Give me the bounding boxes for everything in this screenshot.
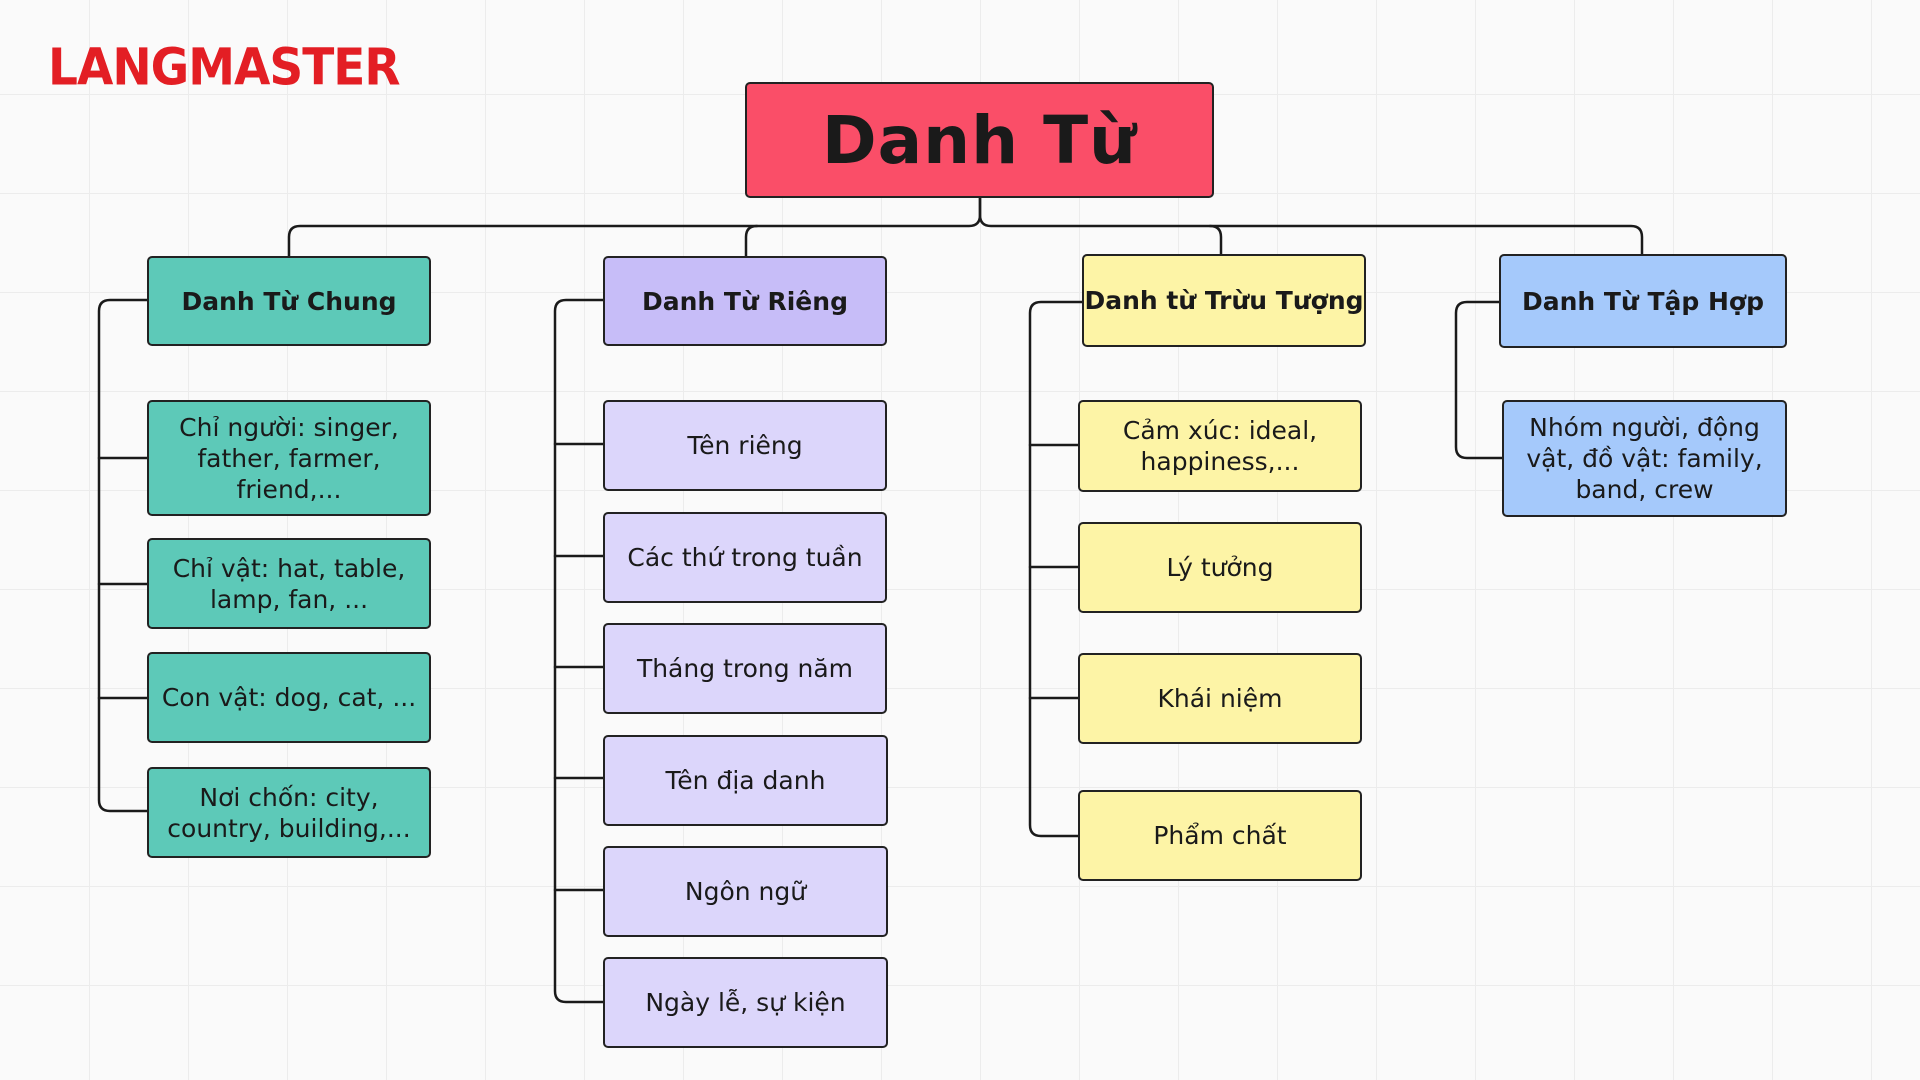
leaf-ly-tuong: Lý tưởng — [1078, 522, 1362, 613]
leaf-chi-nguoi: Chỉ người: singer, father, farmer, frien… — [147, 400, 431, 516]
leaf-noi-chon: Nơi chốn: city, country, building,... — [147, 767, 431, 858]
leaf-pham-chat: Phẩm chất — [1078, 790, 1362, 881]
leaf-thang: Tháng trong năm — [603, 623, 887, 714]
branch-danh-tu-chung: Danh Từ Chung — [147, 256, 431, 346]
leaf-nhom-nguoi: Nhóm người, động vật, đồ vật: family, ba… — [1502, 400, 1787, 517]
leaf-ngon-ngu: Ngôn ngữ — [603, 846, 888, 937]
leaf-khai-niem: Khái niệm — [1078, 653, 1362, 744]
branch-danh-tu-truu-tuong: Danh từ Trừu Tượng — [1082, 254, 1366, 347]
root-node: Danh Từ — [745, 82, 1214, 198]
leaf-con-vat: Con vật: dog, cat, ... — [147, 652, 431, 743]
branch-danh-tu-rieng: Danh Từ Riêng — [603, 256, 887, 346]
leaf-chi-vat: Chỉ vật: hat, table, lamp, fan, ... — [147, 538, 431, 629]
langmaster-logo: LANGMASTER — [48, 38, 401, 98]
leaf-ten-rieng: Tên riêng — [603, 400, 887, 491]
leaf-cac-thu: Các thứ trong tuần — [603, 512, 887, 603]
leaf-cam-xuc: Cảm xúc: ideal, happiness,... — [1078, 400, 1362, 492]
leaf-dia-danh: Tên địa danh — [603, 735, 888, 826]
branch-danh-tu-tap-hop: Danh Từ Tập Hợp — [1499, 254, 1787, 348]
leaf-ngay-le: Ngày lễ, sự kiện — [603, 957, 888, 1048]
